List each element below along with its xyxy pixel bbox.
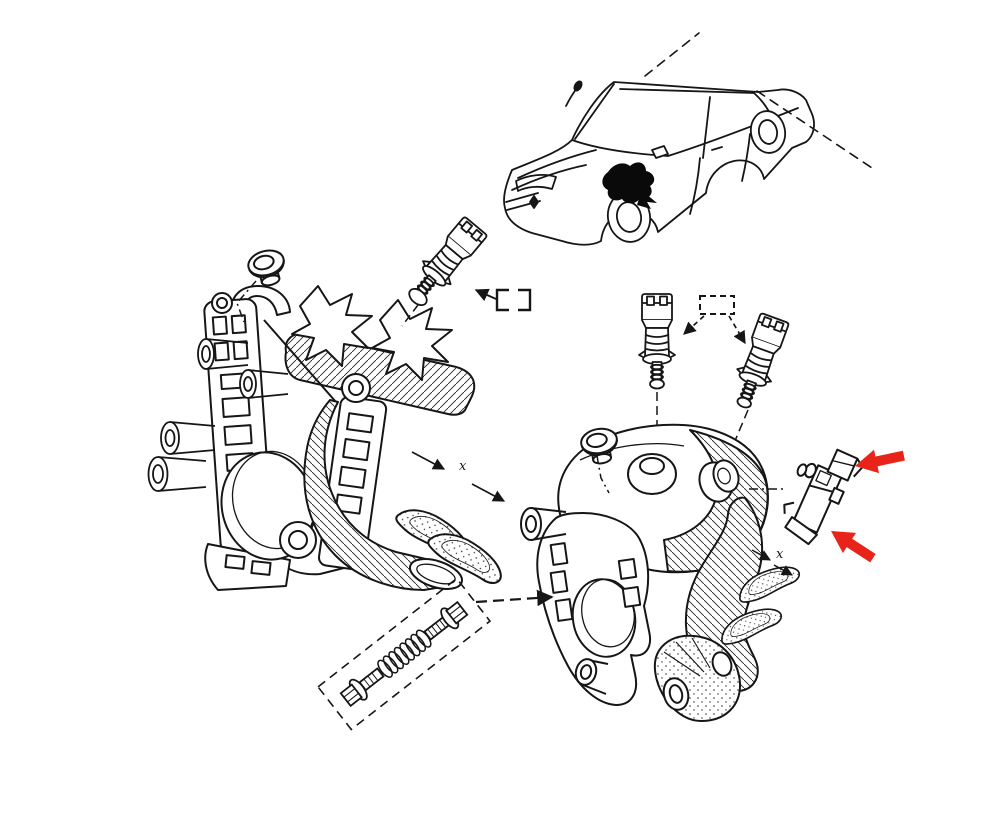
mounting-bolts-and-spring-box [316, 577, 554, 731]
left-pedal-bracket-assembly [147, 285, 476, 591]
location-marker-blob [602, 162, 657, 209]
gusset-plate-2 [371, 299, 453, 381]
pedal-foot [409, 558, 463, 590]
dimension-x-left: x [411, 451, 506, 502]
red-arrow-upper [855, 449, 905, 474]
sensor-3-leader [728, 409, 749, 456]
rear-wheel [749, 110, 787, 154]
rubber-grommet-2 [578, 425, 622, 494]
side-mirror [651, 145, 669, 159]
dimension-x-right: x [751, 547, 793, 576]
floor-cone-grommet [653, 634, 742, 723]
red-arrow-lower [831, 531, 876, 563]
mounting-boss [520, 507, 567, 541]
dimension-x-left-label: x [459, 459, 467, 474]
connector-bracket-symbol [474, 288, 532, 312]
bottom-tube [574, 658, 609, 695]
dimension-x-right-label: x [776, 547, 784, 562]
headlight [515, 174, 557, 192]
car-leader-lines [644, 32, 873, 169]
connector-dashed-box-symbol [683, 295, 746, 345]
mounting-bosses [147, 338, 289, 492]
rubber-grommet-1 [236, 245, 291, 323]
pedal-switch-sensor-2 [638, 293, 676, 390]
pedal-arm [303, 399, 454, 591]
gusset-plate-1 [291, 285, 373, 367]
highlighted-switch-part [783, 448, 864, 546]
coil-spring [377, 629, 432, 678]
car-location-illustration [503, 32, 873, 246]
right-pedal-bracket-assembly [520, 423, 769, 706]
brand-logo [529, 195, 539, 209]
